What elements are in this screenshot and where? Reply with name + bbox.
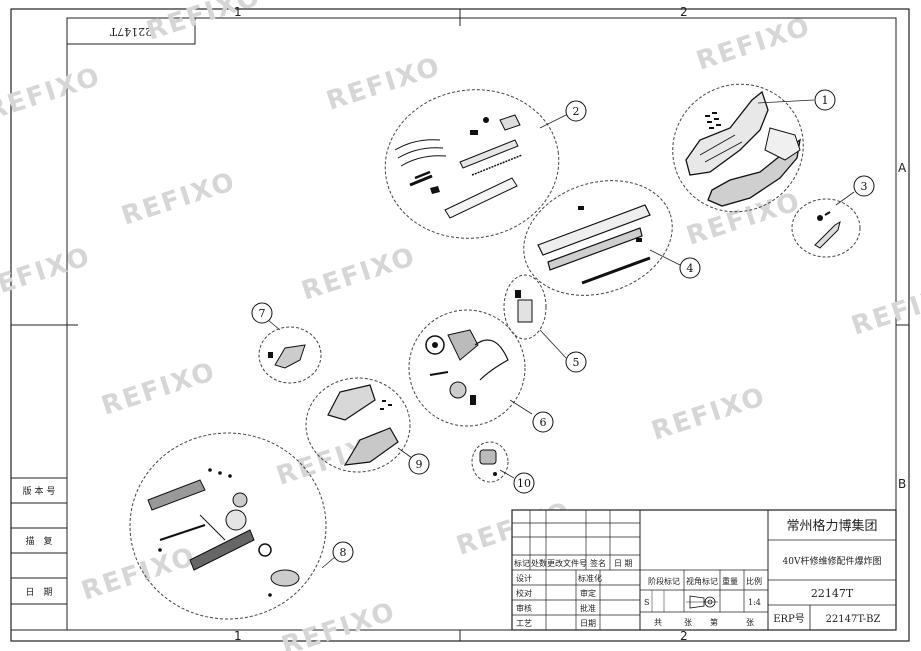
svg-text:REFIXO: REFIXO (98, 357, 220, 422)
svg-text:REFIXO: REFIXO (0, 62, 105, 127)
group-outline-6 (408, 309, 526, 427)
balloon-2: 2 (573, 105, 580, 118)
view-mark: 视角标记 (686, 576, 718, 586)
erp-value: 22147T-BZ (826, 614, 881, 625)
svg-text:REFIXO: REFIXO (848, 277, 921, 342)
hdr-change-doc: 更改文件号 (547, 558, 587, 568)
balloon-10: 10 (517, 477, 531, 490)
svg-text:REFIXO: REFIXO (648, 382, 770, 447)
svg-text:REFIXO: REFIXO (143, 0, 265, 47)
sheets-label: 张 (684, 618, 692, 627)
row-process: 工艺 (516, 619, 532, 628)
zone-top-1: 1 (234, 5, 242, 19)
drawing-title: 40V杆修维修配件爆炸图 (783, 555, 882, 567)
balloon-3: 3 (861, 180, 868, 193)
zone-bottom-2: 2 (680, 629, 688, 643)
part-group-4 (523, 180, 681, 296)
part-group-8 (129, 432, 337, 620)
balloons: 1 2 3 4 5 6 7 8 9 10 (251, 89, 875, 563)
group-outline-10 (471, 441, 509, 483)
stage-mark: 阶段标记 (648, 576, 680, 586)
part-group-7 (258, 319, 322, 384)
row-design: 设计 (516, 573, 532, 583)
zone-bottom-1: 1 (234, 629, 242, 643)
zone-top-2: 2 (680, 5, 688, 19)
balloon-8: 8 (340, 546, 347, 559)
part-group-6 (408, 309, 533, 427)
weight-label: 重量 (722, 576, 738, 586)
hdr-mark: 标记 (514, 558, 530, 568)
drawing-number-rotated: 22147T (109, 25, 152, 38)
part-group-5 (503, 274, 567, 359)
projection-symbol-icon (686, 595, 718, 609)
row-review: 审定 (580, 588, 596, 598)
side-table: 版 本 号 描 复 日 期 (10, 477, 68, 631)
group-outline-3 (791, 198, 861, 258)
side-date: 日 期 (25, 587, 52, 598)
side-version: 版 本 号 (23, 485, 56, 497)
group-outline-7 (258, 326, 322, 384)
svg-text:REFIXO: REFIXO (693, 12, 815, 77)
svg-text:REFIXO: REFIXO (278, 597, 400, 651)
hdr-count: 处数 (531, 558, 547, 568)
sheets2-label: 张 (746, 618, 754, 627)
zone-right-b: B (898, 477, 906, 491)
row-audit: 审核 (516, 603, 532, 613)
group-outline-2 (384, 89, 560, 239)
group-outline-8 (129, 432, 327, 620)
group-outline-9 (305, 377, 411, 473)
balloon-7: 7 (259, 307, 266, 320)
erp-label: ERP号 (773, 613, 805, 625)
part-group-9 (305, 377, 413, 473)
scale-label: 比例 (746, 576, 762, 586)
inner-frame (66, 17, 897, 631)
drawing-number-box (66, 17, 196, 45)
balloon-9: 9 (416, 458, 423, 471)
balloon-5: 5 (573, 356, 580, 369)
part-group-1 (672, 83, 815, 213)
svg-text:REFIXO: REFIXO (0, 242, 95, 307)
row-standardize: 标准化 (578, 573, 602, 583)
balloon-4: 4 (687, 262, 694, 275)
balloon-1: 1 (822, 94, 829, 107)
balloon-6: 6 (540, 416, 547, 429)
total-label: 共 (654, 618, 662, 627)
part-group-10 (471, 441, 515, 483)
zone-right-a: A (898, 161, 907, 175)
part-group-2 (384, 89, 573, 239)
stage-value: S (644, 598, 649, 607)
row-check: 校对 (516, 588, 532, 598)
svg-text:REFIXO: REFIXO (118, 167, 240, 232)
scale-value: 1:4 (748, 598, 761, 607)
svg-text:REFIXO: REFIXO (323, 52, 445, 117)
sheet-no-label: 第 (710, 617, 718, 627)
drawing-code: 22147T (811, 587, 854, 600)
svg-text:REFIXO: REFIXO (298, 242, 420, 307)
part-group-3 (791, 191, 861, 258)
hdr-date: 日 期 (614, 559, 633, 568)
group-outline-4 (523, 180, 673, 296)
group-outline-5 (503, 274, 547, 340)
row-date2: 日期 (580, 619, 596, 628)
svg-text:REFIXO: REFIXO (78, 542, 200, 607)
row-approve: 批准 (580, 603, 596, 613)
company-name: 常州格力博集团 (786, 518, 877, 534)
title-block: 标记 处数 更改文件号 签名 日 期 设计 标准化 校对 审定 审核 批准 工艺… (511, 509, 897, 631)
hdr-signature: 签名 (590, 558, 606, 568)
side-trace: 描 复 (25, 535, 52, 547)
